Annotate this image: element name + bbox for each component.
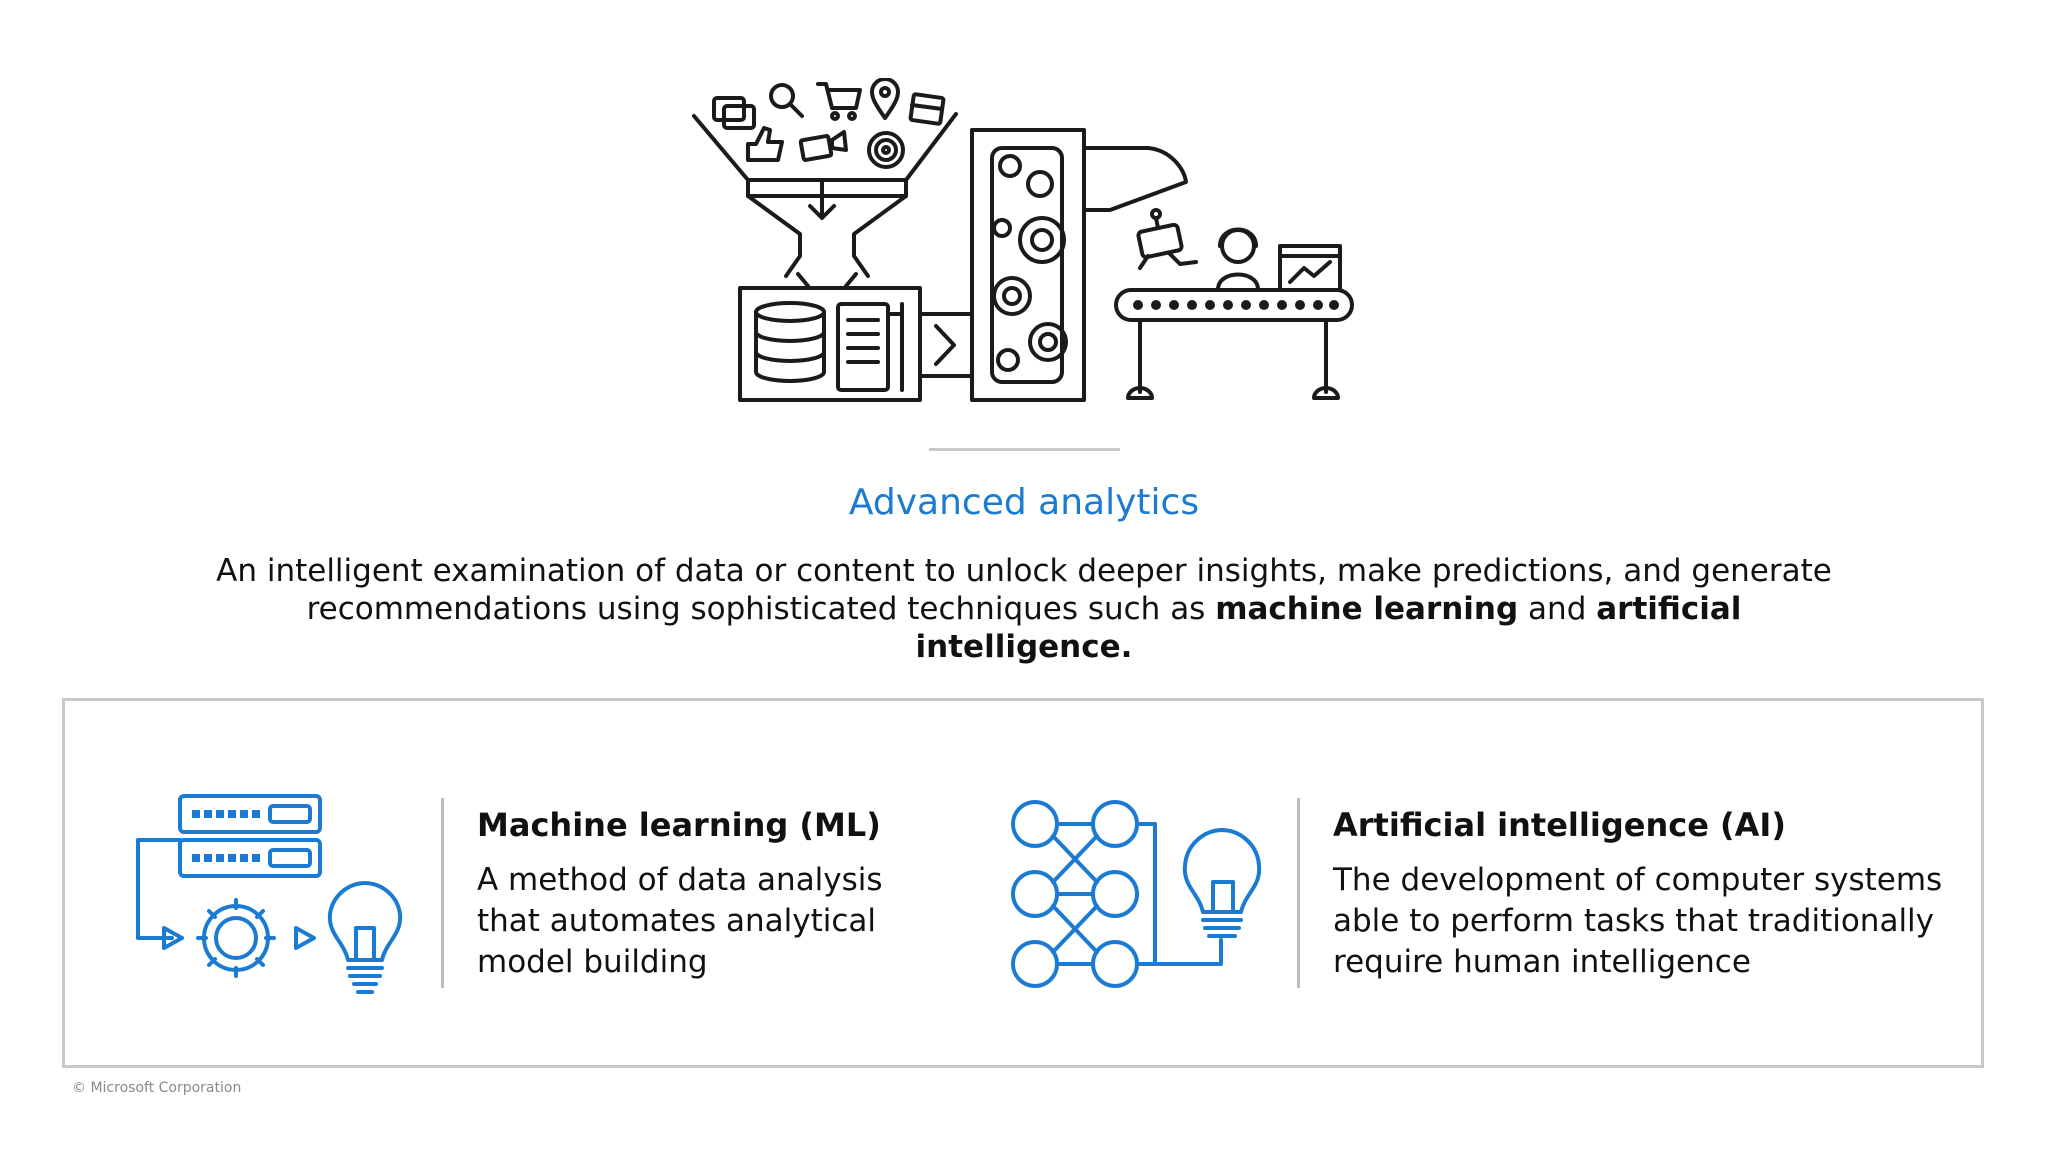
page-title: Advanced analytics [848,482,1200,523]
description-bold-ml: machine learning [1215,591,1519,627]
ai-text: The development of computer systems able… [1333,862,1943,980]
description-bold-ai: artificial intelligence. [915,591,1742,665]
conveyor-rollers [1133,300,1339,310]
copyright-text: © Microsoft Corporation [72,1080,242,1096]
target-icon [867,131,905,169]
calendar-icon [908,92,946,126]
ml-server-gear-lightbulb-icon [130,788,410,996]
robot-icon [1136,208,1198,270]
conveyor-belt [1114,288,1354,400]
ml-text: A method of data analysis that automates… [477,862,883,980]
description-text-mid: and [1518,591,1597,627]
person-icon [1216,227,1260,290]
ai-title: Artificial intelligence (AI) [1333,806,1786,844]
ai-neural-network-lightbulb-icon [1005,796,1275,992]
definitions-box [62,698,1984,1068]
description-text: An intelligent examination of data or co… [216,553,1832,627]
search-icon [769,83,804,118]
arrow-connector [918,312,974,378]
analytics-pipeline-illustration [690,77,1366,418]
page-description: An intelligent examination of data or co… [200,552,1848,666]
database-box [738,286,922,402]
chart-screen-icon [1278,244,1342,292]
video-icon [798,130,848,162]
map-pin-icon [870,77,900,120]
ml-separator [441,798,444,988]
output-chute [1082,146,1188,212]
thumbs-up-icon [746,126,784,162]
gear-machine [970,128,1086,402]
funnel-icon [692,112,958,288]
chat-icon [712,96,756,130]
divider-line [929,448,1120,451]
cart-icon [816,82,862,121]
ml-title: Machine learning (ML) [477,806,881,844]
ai-separator [1297,798,1300,988]
